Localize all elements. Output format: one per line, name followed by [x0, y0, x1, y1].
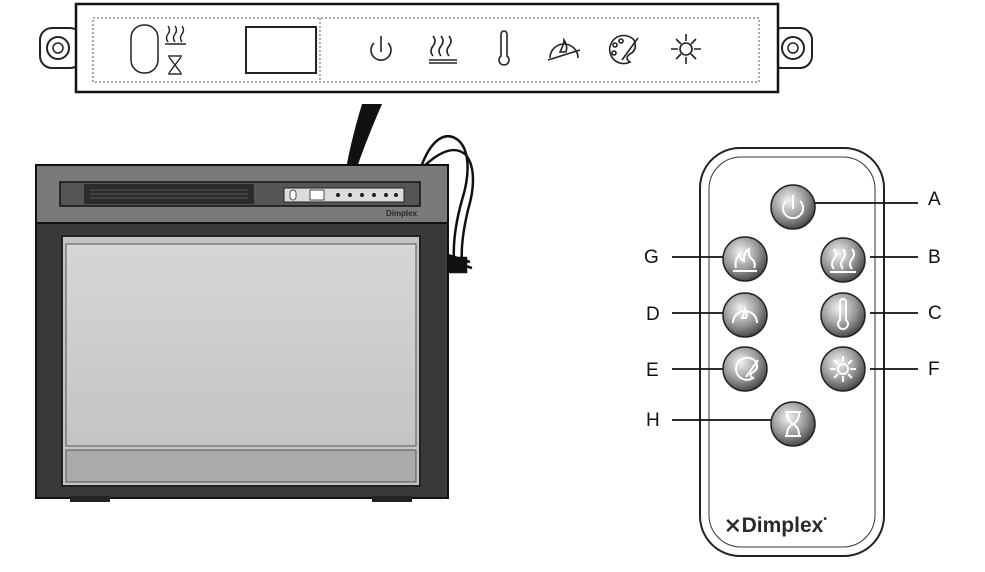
display-window — [245, 26, 317, 74]
flame-color-icon — [608, 34, 639, 65]
brightness-icon — [671, 34, 701, 64]
heat-icon — [429, 35, 457, 64]
panel-outer — [74, 2, 780, 94]
remote-button-f-brightness[interactable] — [820, 346, 866, 392]
panel-oval-button — [130, 24, 159, 74]
remote-body-inner — [708, 156, 876, 548]
power-icon — [782, 195, 804, 220]
label-g: G — [644, 247, 659, 268]
timer-icon — [168, 55, 182, 75]
heat-icon — [830, 248, 856, 273]
remote-button-b-heat[interactable] — [820, 237, 866, 283]
label-d: D — [646, 304, 660, 325]
right-mount-ear — [769, 27, 813, 69]
label-a: A — [928, 189, 941, 210]
remote-button-a-power[interactable] — [770, 184, 816, 230]
brightness-icon — [830, 356, 856, 382]
timer-icon — [785, 411, 801, 437]
label-b: B — [928, 247, 941, 268]
fireplace-insert: Dimplex — [35, 135, 475, 502]
remote-button-e-flame-color[interactable] — [722, 346, 768, 392]
label-c: C — [928, 303, 942, 324]
heat-icon — [165, 25, 186, 45]
power-icon — [370, 36, 392, 61]
thermostat-icon — [837, 298, 849, 330]
remote-button-h-timer[interactable] — [770, 401, 816, 447]
remote-button-g-flame[interactable] — [722, 236, 768, 282]
label-h: H — [646, 410, 660, 431]
label-e: E — [646, 360, 659, 381]
flame-speed-icon — [547, 37, 581, 61]
bottom-trim — [65, 449, 417, 483]
remote-button-d-flame-speed[interactable] — [722, 292, 768, 338]
fireplace-brand: Dimplex — [386, 209, 418, 218]
panel-inner — [92, 17, 760, 83]
label-f: F — [928, 359, 940, 380]
flame-icon — [733, 246, 757, 272]
thermostat-icon — [498, 30, 510, 66]
flame-speed-icon — [732, 305, 758, 324]
control-panel-zoom — [39, 2, 813, 94]
flame-color-icon — [734, 356, 759, 381]
remote-brand: ⨯Dimplex• — [724, 514, 827, 537]
button-letter-labels: A B C D E F G H — [644, 189, 942, 431]
leader-lines — [672, 202, 918, 421]
remote-button-c-thermostat[interactable] — [820, 292, 866, 338]
